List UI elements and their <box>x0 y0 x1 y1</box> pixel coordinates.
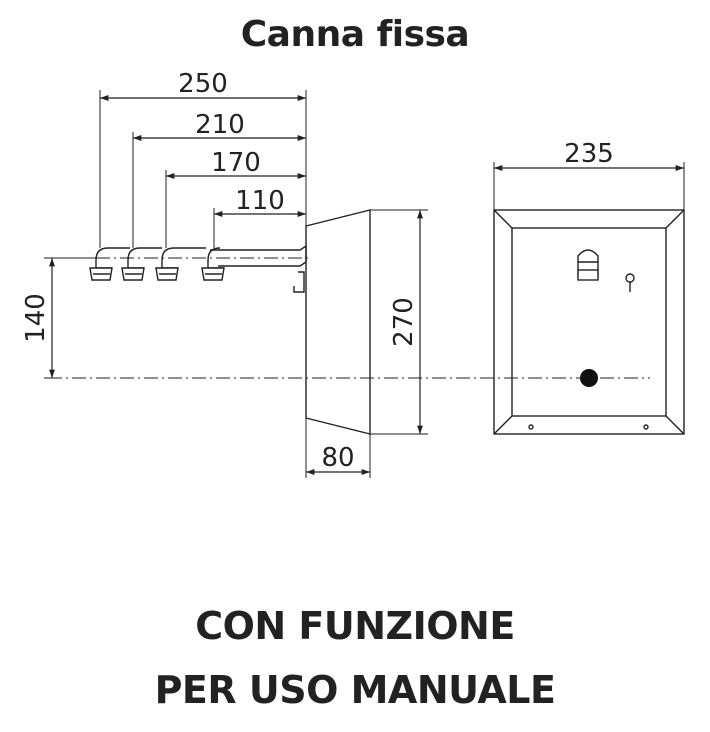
spout-hook <box>293 271 305 293</box>
spout-arm <box>210 244 307 267</box>
side-view <box>89 209 371 435</box>
caption-line-1: CON FUNZIONE <box>195 604 515 648</box>
front-plate-outer <box>493 209 685 435</box>
dim-label-210: 210 <box>195 110 245 140</box>
dim-label-110: 110 <box>235 186 285 216</box>
nozzle-250 <box>89 247 130 281</box>
dim-label-235: 235 <box>564 139 614 169</box>
wall-box-side <box>305 209 371 435</box>
spout-front-icon <box>577 249 599 281</box>
manual-key-icon <box>625 273 635 292</box>
dim-label-170: 170 <box>211 148 261 178</box>
page-title: Canna fissa <box>240 14 470 55</box>
front-plate-inner <box>511 227 667 417</box>
screw-hole-right <box>643 424 649 430</box>
dim-label-270: 270 <box>389 297 419 347</box>
dim-label-140: 140 <box>21 293 51 343</box>
nozzle-110 <box>201 247 225 281</box>
nozzle-170 <box>155 247 206 281</box>
front-view <box>493 209 685 435</box>
nozzle-210 <box>121 247 162 281</box>
dim-label-250: 250 <box>178 69 228 99</box>
dimension-lines <box>49 95 684 475</box>
screw-hole-left <box>528 424 534 430</box>
dim-label-80: 80 <box>321 443 354 473</box>
caption-line-2: PER USO MANUALE <box>154 668 556 712</box>
sensor-dot <box>580 369 598 387</box>
